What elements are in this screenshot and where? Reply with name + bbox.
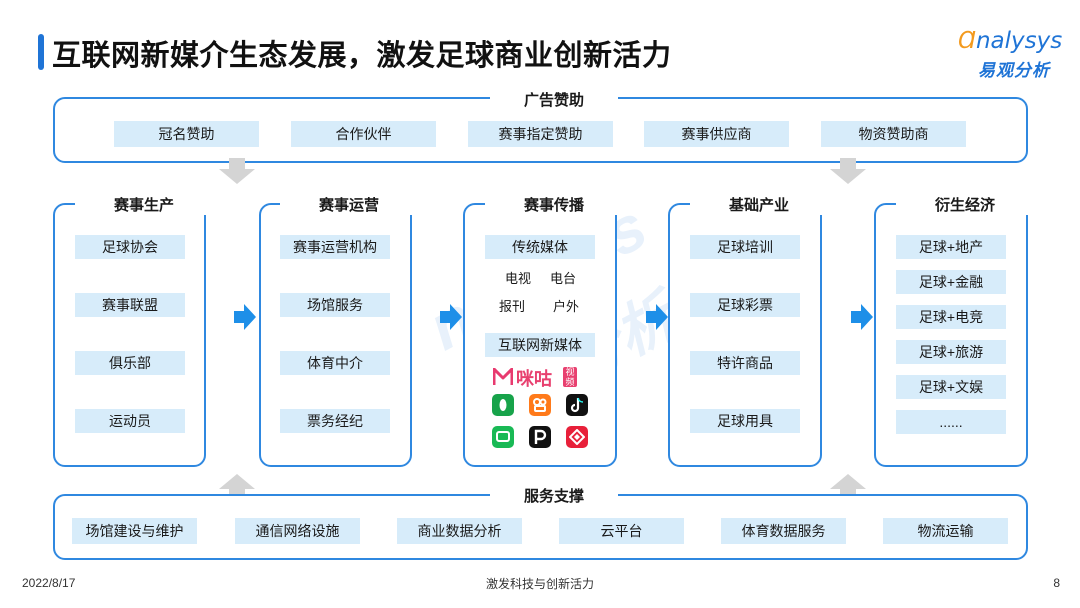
column-item: 赛事联盟: [75, 293, 185, 317]
migu-m-icon: [493, 368, 513, 385]
top-item: 合作伙伴: [291, 121, 436, 147]
column-title: 赛事运营: [280, 194, 418, 215]
bottom-item: 通信网络设施: [235, 518, 360, 544]
column-item: 特许商品: [690, 351, 800, 375]
column-item: 足球+地产: [896, 235, 1006, 259]
page-title: 互联网新媒介生态发展，激发足球商业创新活力: [52, 40, 672, 72]
service-support-title: 服务支撑: [490, 485, 618, 506]
column-item: 票务经纪: [280, 409, 390, 433]
column-title: 赛事生产: [75, 194, 213, 215]
column-title: 基础产业: [690, 194, 828, 215]
column-item: 赛事运营机构: [280, 235, 390, 259]
top-item: 物资赞助商: [821, 121, 966, 147]
trad-item: 电视: [504, 271, 531, 286]
pp-sports-icon: [529, 426, 551, 448]
column-item: 足球+文娱: [896, 375, 1006, 399]
footer-date: 2022/8/17: [22, 576, 76, 590]
blue-right-arrow: [234, 304, 256, 330]
column-item: 足球用具: [690, 409, 800, 433]
kuaishou-icon: [529, 394, 551, 416]
blue-right-arrow: [646, 304, 668, 330]
migu-video-tag: 视频: [563, 367, 577, 387]
douyin-icon: [566, 394, 588, 416]
top-item: 赛事指定赞助: [468, 121, 613, 147]
footer-center-text: 激发科技与创新活力: [485, 577, 594, 591]
column-item: 运动员: [75, 409, 185, 433]
title-accent-bar: [38, 34, 44, 70]
service-support-panel: [53, 494, 1028, 560]
bottom-item: 云平台: [559, 518, 684, 544]
migu-brand: 咪咕: [516, 369, 552, 389]
logo-a-mark: Ɑ: [958, 28, 976, 54]
trad-item: 报刊: [498, 299, 525, 314]
bottom-item: 体育数据服务: [721, 518, 846, 544]
column-title: 赛事传播: [485, 194, 623, 215]
analysys-logo: Ɑnalysys: [958, 28, 1062, 54]
top-item: 冠名赞助: [114, 121, 259, 147]
bottom-item: 物流运输: [883, 518, 1008, 544]
ad-sponsor-title: 广告赞助: [490, 89, 618, 110]
logo-cn-text: 易观分析: [978, 61, 1050, 80]
column-item: ......: [896, 410, 1006, 434]
column-item: 足球+电竞: [896, 305, 1006, 329]
page-number: 8: [1053, 576, 1060, 590]
trad-item: 电台: [549, 271, 576, 286]
top-item: 赛事供应商: [644, 121, 789, 147]
internet-media-label: 互联网新媒体: [485, 333, 595, 357]
trad-item: 户外: [552, 299, 579, 314]
logo-en-text: nalysys: [975, 28, 1063, 54]
gray-down-arrow: [830, 158, 866, 184]
red-diamond-app-icon: [566, 426, 588, 448]
blue-right-arrow: [851, 304, 873, 330]
column-title: 衍生经济: [896, 194, 1034, 215]
column-item: 足球彩票: [690, 293, 800, 317]
column-item: 俱乐部: [75, 351, 185, 375]
blue-right-arrow: [440, 304, 462, 330]
green-leaf-app-icon: [492, 394, 514, 416]
bottom-item: 场馆建设与维护: [72, 518, 197, 544]
column-item: 足球协会: [75, 235, 185, 259]
column-item: 体育中介: [280, 351, 390, 375]
gray-up-arrow: [219, 474, 255, 500]
column-item: 足球培训: [690, 235, 800, 259]
green-tv-app-icon: [492, 426, 514, 448]
bottom-item: 商业数据分析: [397, 518, 522, 544]
column-item: 场馆服务: [280, 293, 390, 317]
traditional-media-label: 传统媒体: [485, 235, 595, 259]
column-item: 足球+旅游: [896, 340, 1006, 364]
gray-up-arrow: [830, 474, 866, 500]
column-item: 足球+金融: [896, 270, 1006, 294]
gray-down-arrow: [219, 158, 255, 184]
